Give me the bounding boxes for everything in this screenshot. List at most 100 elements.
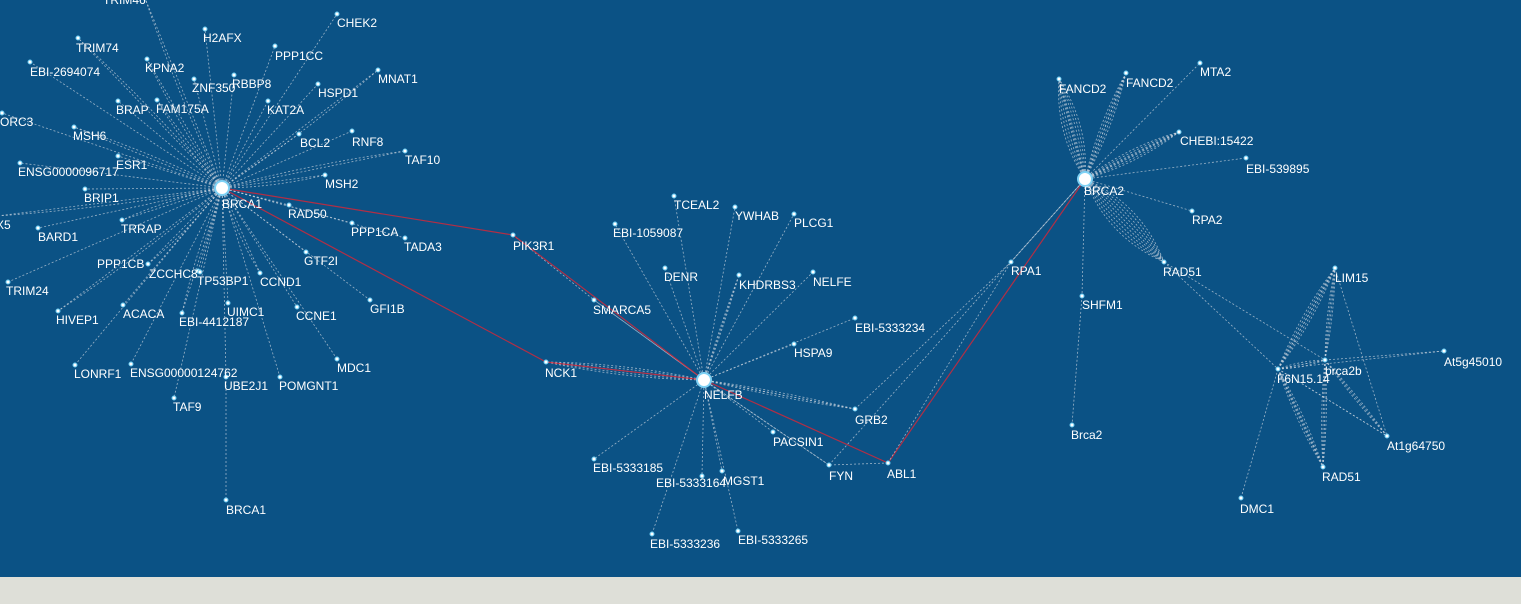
- multi-interaction-edge[interactable]: [1277, 368, 1324, 468]
- interaction-edge[interactable]: [221, 187, 298, 308]
- node-msh6[interactable]: [71, 124, 77, 130]
- interaction-edge[interactable]: [664, 267, 705, 381]
- node-rad51b[interactable]: [1320, 464, 1326, 470]
- node-ensg96717[interactable]: [17, 160, 23, 166]
- node-ebi5333234[interactable]: [852, 315, 858, 321]
- multi-interaction-edge[interactable]: [1277, 359, 1326, 370]
- interaction-edge[interactable]: [0, 187, 223, 217]
- interaction-edge[interactable]: [221, 83, 319, 189]
- interaction-edge[interactable]: [146, 58, 223, 189]
- interaction-edge[interactable]: [221, 187, 290, 206]
- node-esr1[interactable]: [115, 153, 121, 159]
- interaction-edge[interactable]: [1334, 267, 1388, 437]
- cross-link-edge[interactable]: [703, 379, 889, 464]
- node-hspa9[interactable]: [791, 341, 797, 347]
- node-fancd2a[interactable]: [1056, 76, 1062, 82]
- interaction-edge[interactable]: [130, 187, 223, 365]
- hub-node-brca1[interactable]: [214, 180, 230, 196]
- multi-interaction-edge[interactable]: [1084, 131, 1180, 180]
- interaction-edge[interactable]: [1084, 131, 1180, 180]
- interaction-edge[interactable]: [703, 379, 774, 433]
- hub-node-nelfb[interactable]: [696, 372, 712, 388]
- multi-interaction-edge[interactable]: [1324, 359, 1388, 437]
- node-ensg124762[interactable]: [128, 361, 134, 367]
- node-ppp1cb[interactable]: [145, 261, 151, 267]
- node-tp53bp1[interactable]: [197, 269, 203, 275]
- multi-interaction-edge[interactable]: [1084, 178, 1165, 263]
- multi-interaction-edge[interactable]: [1084, 178, 1165, 263]
- node-ccnd1[interactable]: [257, 270, 263, 276]
- node-rbbp8[interactable]: [231, 72, 237, 78]
- interaction-edge[interactable]: [703, 271, 814, 381]
- multi-interaction-edge[interactable]: [1084, 72, 1127, 180]
- interaction-edge[interactable]: [221, 100, 269, 189]
- node-at1g64750[interactable]: [1384, 433, 1390, 439]
- multi-interaction-edge[interactable]: [1058, 78, 1086, 180]
- multi-interaction-edge[interactable]: [1084, 178, 1165, 263]
- interaction-edge[interactable]: [703, 379, 739, 532]
- node-ebi539895[interactable]: [1243, 155, 1249, 161]
- node-dmc1[interactable]: [1238, 495, 1244, 501]
- node-ppp1cc[interactable]: [272, 43, 278, 49]
- multi-interaction-edge[interactable]: [1277, 267, 1336, 370]
- node-uimc1[interactable]: [225, 300, 231, 306]
- interaction-edge[interactable]: [703, 343, 795, 381]
- interaction-edge[interactable]: [221, 187, 281, 378]
- interaction-edge[interactable]: [1084, 178, 1193, 212]
- node-fam175a[interactable]: [154, 97, 160, 103]
- node-trim74[interactable]: [75, 35, 81, 41]
- interaction-edge[interactable]: [1071, 295, 1083, 426]
- node-tada3[interactable]: [402, 235, 408, 241]
- node-msh2[interactable]: [322, 172, 328, 178]
- multi-interaction-edge[interactable]: [1324, 267, 1336, 361]
- multi-interaction-edge[interactable]: [1277, 359, 1326, 370]
- node-rad51[interactable]: [1161, 259, 1167, 265]
- multi-interaction-edge[interactable]: [1084, 131, 1180, 180]
- node-pik3r1[interactable]: [510, 232, 516, 238]
- multi-interaction-edge[interactable]: [1277, 368, 1324, 468]
- node-ccne1[interactable]: [294, 304, 300, 310]
- node-bcl2[interactable]: [296, 131, 302, 137]
- multi-interaction-edge[interactable]: [1322, 359, 1327, 468]
- interaction-edge[interactable]: [828, 462, 889, 466]
- interaction-edge[interactable]: [673, 195, 705, 381]
- multi-interaction-edge[interactable]: [1084, 131, 1180, 180]
- interaction-edge[interactable]: [193, 78, 223, 189]
- multi-interaction-edge[interactable]: [1084, 72, 1127, 180]
- node-trrap[interactable]: [119, 217, 125, 223]
- interaction-edge[interactable]: [73, 126, 223, 189]
- interaction-edge[interactable]: [147, 187, 223, 265]
- interaction-edge[interactable]: [121, 187, 223, 221]
- interaction-edge[interactable]: [0, 187, 223, 217]
- node-lonrf1[interactable]: [72, 362, 78, 368]
- multi-interaction-edge[interactable]: [1084, 178, 1165, 263]
- multi-interaction-edge[interactable]: [1058, 78, 1086, 180]
- multi-interaction-edge[interactable]: [703, 379, 856, 410]
- interaction-edge[interactable]: [221, 74, 235, 189]
- interaction-edge[interactable]: [197, 187, 223, 272]
- interaction-edge[interactable]: [887, 261, 1012, 464]
- node-denr[interactable]: [662, 265, 668, 271]
- node-ube2j1[interactable]: [223, 374, 229, 380]
- multi-interaction-edge[interactable]: [1277, 267, 1336, 370]
- interaction-edge[interactable]: [181, 187, 223, 314]
- node-mnat1[interactable]: [375, 67, 381, 73]
- interaction-edge[interactable]: [1084, 157, 1247, 180]
- node-rpa1[interactable]: [1008, 259, 1014, 265]
- multi-interaction-edge[interactable]: [1084, 131, 1180, 180]
- node-h2afx[interactable]: [202, 26, 208, 32]
- node-orc3[interactable]: [0, 110, 5, 116]
- hub-node-brca2[interactable]: [1077, 171, 1093, 187]
- interaction-edge[interactable]: [703, 317, 856, 381]
- multi-interaction-edge[interactable]: [1084, 131, 1180, 180]
- interaction-edge[interactable]: [1324, 350, 1445, 361]
- multi-interaction-edge[interactable]: [1058, 78, 1086, 180]
- interaction-edge[interactable]: [221, 150, 406, 189]
- node-mgst1[interactable]: [719, 468, 725, 474]
- node-fancd2b[interactable]: [1123, 70, 1129, 76]
- interaction-edge[interactable]: [57, 187, 223, 312]
- multi-interaction-edge[interactable]: [545, 361, 705, 381]
- interaction-edge[interactable]: [651, 379, 705, 535]
- node-abl1[interactable]: [885, 460, 891, 466]
